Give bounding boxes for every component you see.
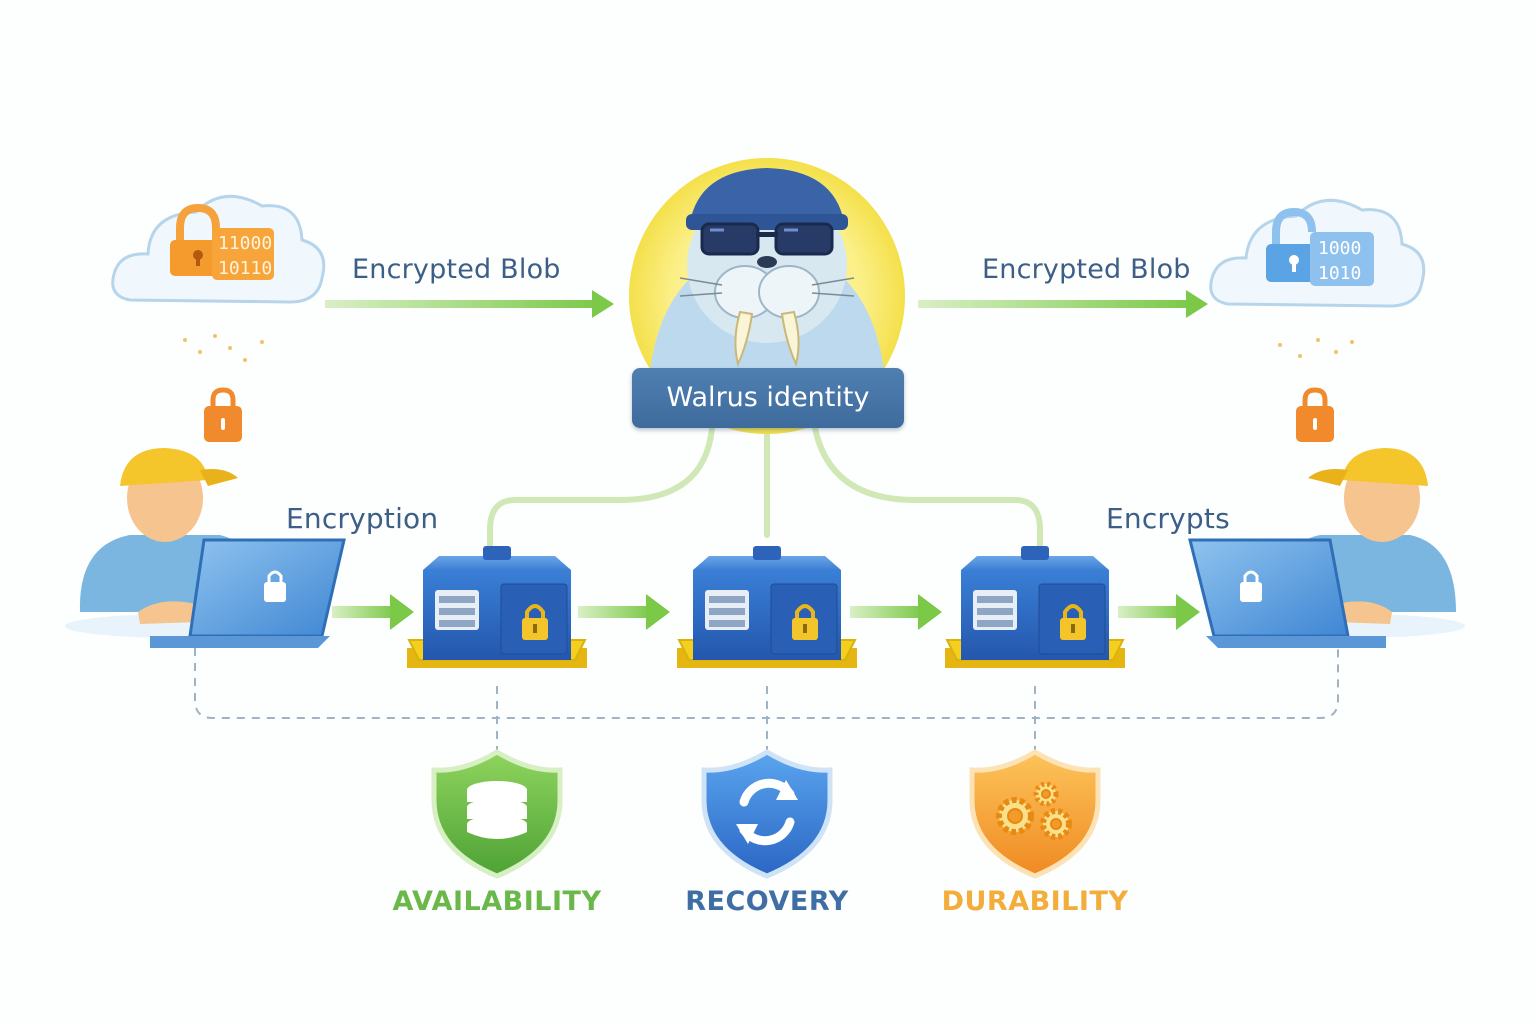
- encryption-label: Encryption: [286, 502, 439, 535]
- laptop-right: [1188, 538, 1386, 648]
- padlock-yellow-icon: [1060, 604, 1086, 640]
- shield-durability: [969, 749, 1101, 879]
- flow-arrow-3: [850, 594, 942, 630]
- cap: [1342, 448, 1428, 486]
- data-card: [1310, 232, 1374, 286]
- flow-arrow-2: [578, 594, 670, 630]
- storage-node-3: [945, 546, 1125, 668]
- cap: [120, 448, 208, 486]
- flow-arrow-1: [332, 594, 414, 630]
- server-rack-icon: [973, 590, 1017, 630]
- walrus-mascot: [629, 158, 905, 434]
- bit-row: 1000: [1318, 238, 1361, 259]
- durability-label: DURABILITY: [941, 886, 1129, 917]
- recovery-label: RECOVERY: [685, 886, 849, 917]
- bit-row: 1010: [1318, 263, 1361, 284]
- database-icon: [467, 781, 527, 839]
- laptop-left: [150, 538, 346, 648]
- tusk-left: [734, 310, 754, 368]
- tusk-right: [780, 310, 800, 368]
- gears-icon: [996, 781, 1072, 840]
- left-blob-label: Encrypted Blob: [352, 254, 561, 285]
- flow-arrows: [332, 594, 1200, 630]
- identity-links: [487, 425, 1043, 551]
- flow-arrow-4: [1118, 594, 1200, 630]
- sunglasses-icon: [700, 222, 834, 256]
- bit-row: 10110: [218, 258, 272, 279]
- availability-label: AVAILABILITY: [392, 886, 602, 917]
- left-cloud-bits: 11000 10110: [218, 233, 272, 279]
- beanie: [690, 168, 844, 222]
- padlock-screen-icon: [264, 570, 286, 602]
- padlock-yellow-icon: [792, 604, 818, 640]
- blob-arrow-left: [325, 290, 614, 318]
- right-cloud: [1209, 198, 1426, 308]
- server-rack-icon: [435, 590, 479, 630]
- server-rack-icon: [705, 590, 749, 630]
- particles: [183, 334, 1354, 362]
- storage-node-1: [407, 546, 587, 668]
- padlock-yellow-icon: [522, 604, 548, 640]
- storage-node-2: [677, 546, 857, 668]
- whiskers: [679, 277, 855, 297]
- padlock-small-left-icon: [204, 387, 242, 442]
- dashed-connection-loop: [194, 640, 1339, 752]
- encrypts-label: Encrypts: [1106, 502, 1230, 535]
- walrus-identity-badge: Walrus identity: [632, 368, 904, 428]
- bit-row: 11000: [218, 233, 272, 254]
- padlock-blue-icon: [1266, 207, 1322, 282]
- padlock-screen-icon: [1240, 570, 1262, 602]
- right-cloud-bits: 1000 1010: [1318, 238, 1361, 284]
- padlock-small-right-icon: [1296, 387, 1334, 442]
- data-card: [212, 228, 274, 280]
- shield-availability: [431, 749, 563, 879]
- left-cloud: [111, 194, 326, 304]
- shield-recovery: [701, 749, 833, 879]
- right-blob-label: Encrypted Blob: [982, 254, 1191, 285]
- blob-arrow-right: [918, 290, 1208, 318]
